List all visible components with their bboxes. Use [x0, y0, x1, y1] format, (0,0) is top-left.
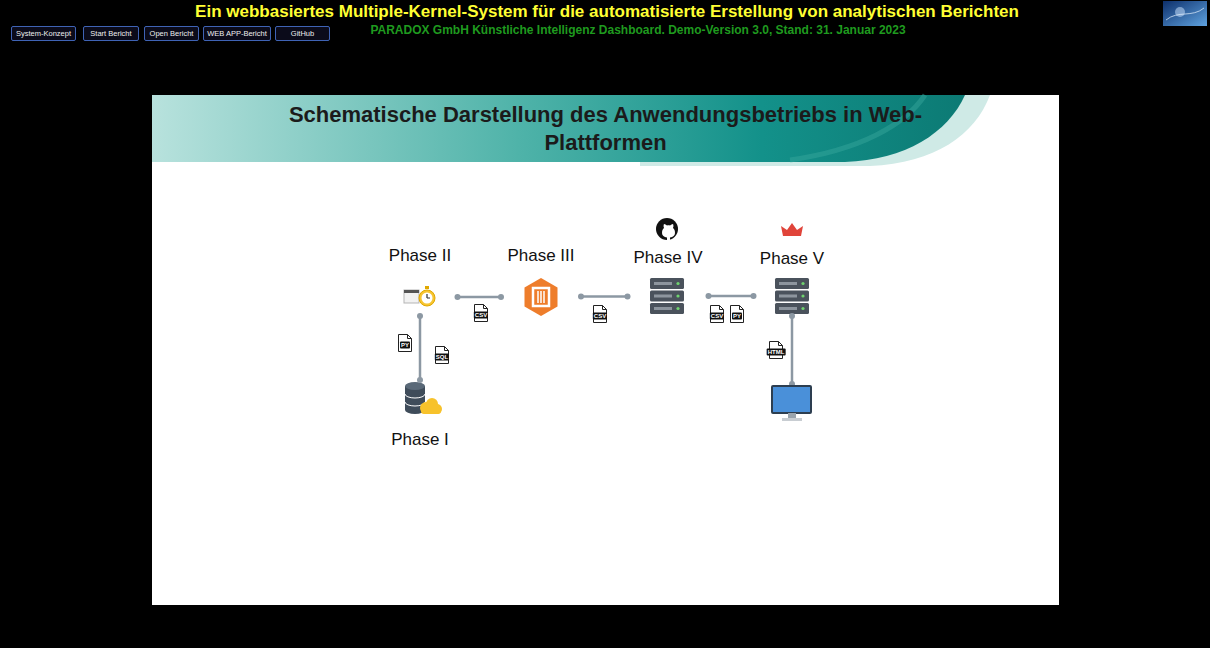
phase-label: Phase V [760, 249, 824, 269]
phase-label: Phase IV [634, 248, 703, 268]
connector-end-dot [751, 293, 757, 299]
connector-line [709, 295, 754, 298]
connector-end-dot [706, 293, 712, 299]
button-label: Start Bericht [90, 29, 131, 38]
connector-end-dot [417, 377, 423, 383]
phase-node: Phase IV [628, 248, 709, 316]
crown-icon [781, 223, 803, 236]
file-icon [711, 306, 724, 323]
file-icon [475, 305, 488, 322]
output-wire [791, 316, 794, 384]
phase-node: Phase V [754, 249, 831, 316]
phase-label: Phase II [389, 246, 451, 266]
file-icon [436, 347, 449, 364]
server-icon [775, 278, 809, 314]
file-icon [399, 335, 412, 352]
stopwatch-icon [404, 286, 435, 306]
nav-button: WEB APP-Bericht [203, 26, 271, 41]
button-label: WEB APP-Bericht [207, 29, 267, 38]
connector-line [419, 316, 422, 380]
connector-line [458, 296, 502, 299]
phase-node: Phase I [385, 380, 455, 450]
header-band-shape [152, 95, 990, 166]
connector-end-dot [498, 294, 504, 300]
button-label: GitHub [291, 29, 314, 38]
nav-button: Open Bericht [144, 26, 199, 41]
header-band: Schematische Darstellung des Anwendungsb… [152, 95, 1059, 162]
slide-panel [152, 95, 1059, 605]
connector-end-dot [417, 313, 423, 319]
phase-node: Phase III [501, 246, 581, 318]
phase-label: Phase I [391, 430, 449, 450]
nav-button: System-Konzept [11, 26, 76, 41]
page-title: Ein webbasiertes Multiple-Kernel-System … [195, 2, 1019, 22]
phase-node: Phase II [383, 246, 458, 316]
connector-line [581, 295, 628, 298]
connector-end-dot [625, 294, 631, 300]
github-icon [656, 218, 678, 240]
monitor-icon [772, 386, 811, 421]
button-label: System-Konzept [16, 29, 71, 38]
subtitle: PARADOX GmbH Künstliche Intelligenz Dash… [370, 23, 905, 37]
processing-hexagon-icon [525, 278, 558, 316]
connector-end-dot [455, 294, 461, 300]
file-type-tag: HTML [767, 349, 786, 356]
database-cloud-icon [405, 382, 442, 414]
file-icon [594, 306, 607, 323]
file-type-tag: CSV [593, 313, 607, 320]
server-icon [650, 278, 684, 314]
file-icon [731, 306, 744, 323]
slide-title: Schematische Darstellung des Anwendungsb… [276, 101, 936, 157]
file-type-tag: CSV [474, 312, 488, 319]
nav-button: Start Bericht [83, 26, 139, 41]
file-type-tag: SQL [435, 354, 449, 361]
phase-label: Phase III [507, 246, 574, 266]
nav-button: GitHub [275, 26, 330, 41]
wire-dot [789, 313, 795, 319]
file-type-tag: PY [400, 342, 410, 349]
file-type-tag: PY [732, 313, 742, 320]
file-type-tag: CSV [710, 313, 724, 320]
button-label: Open Bericht [150, 29, 194, 38]
connector-end-dot [578, 294, 584, 300]
logo-image [1163, 1, 1207, 26]
